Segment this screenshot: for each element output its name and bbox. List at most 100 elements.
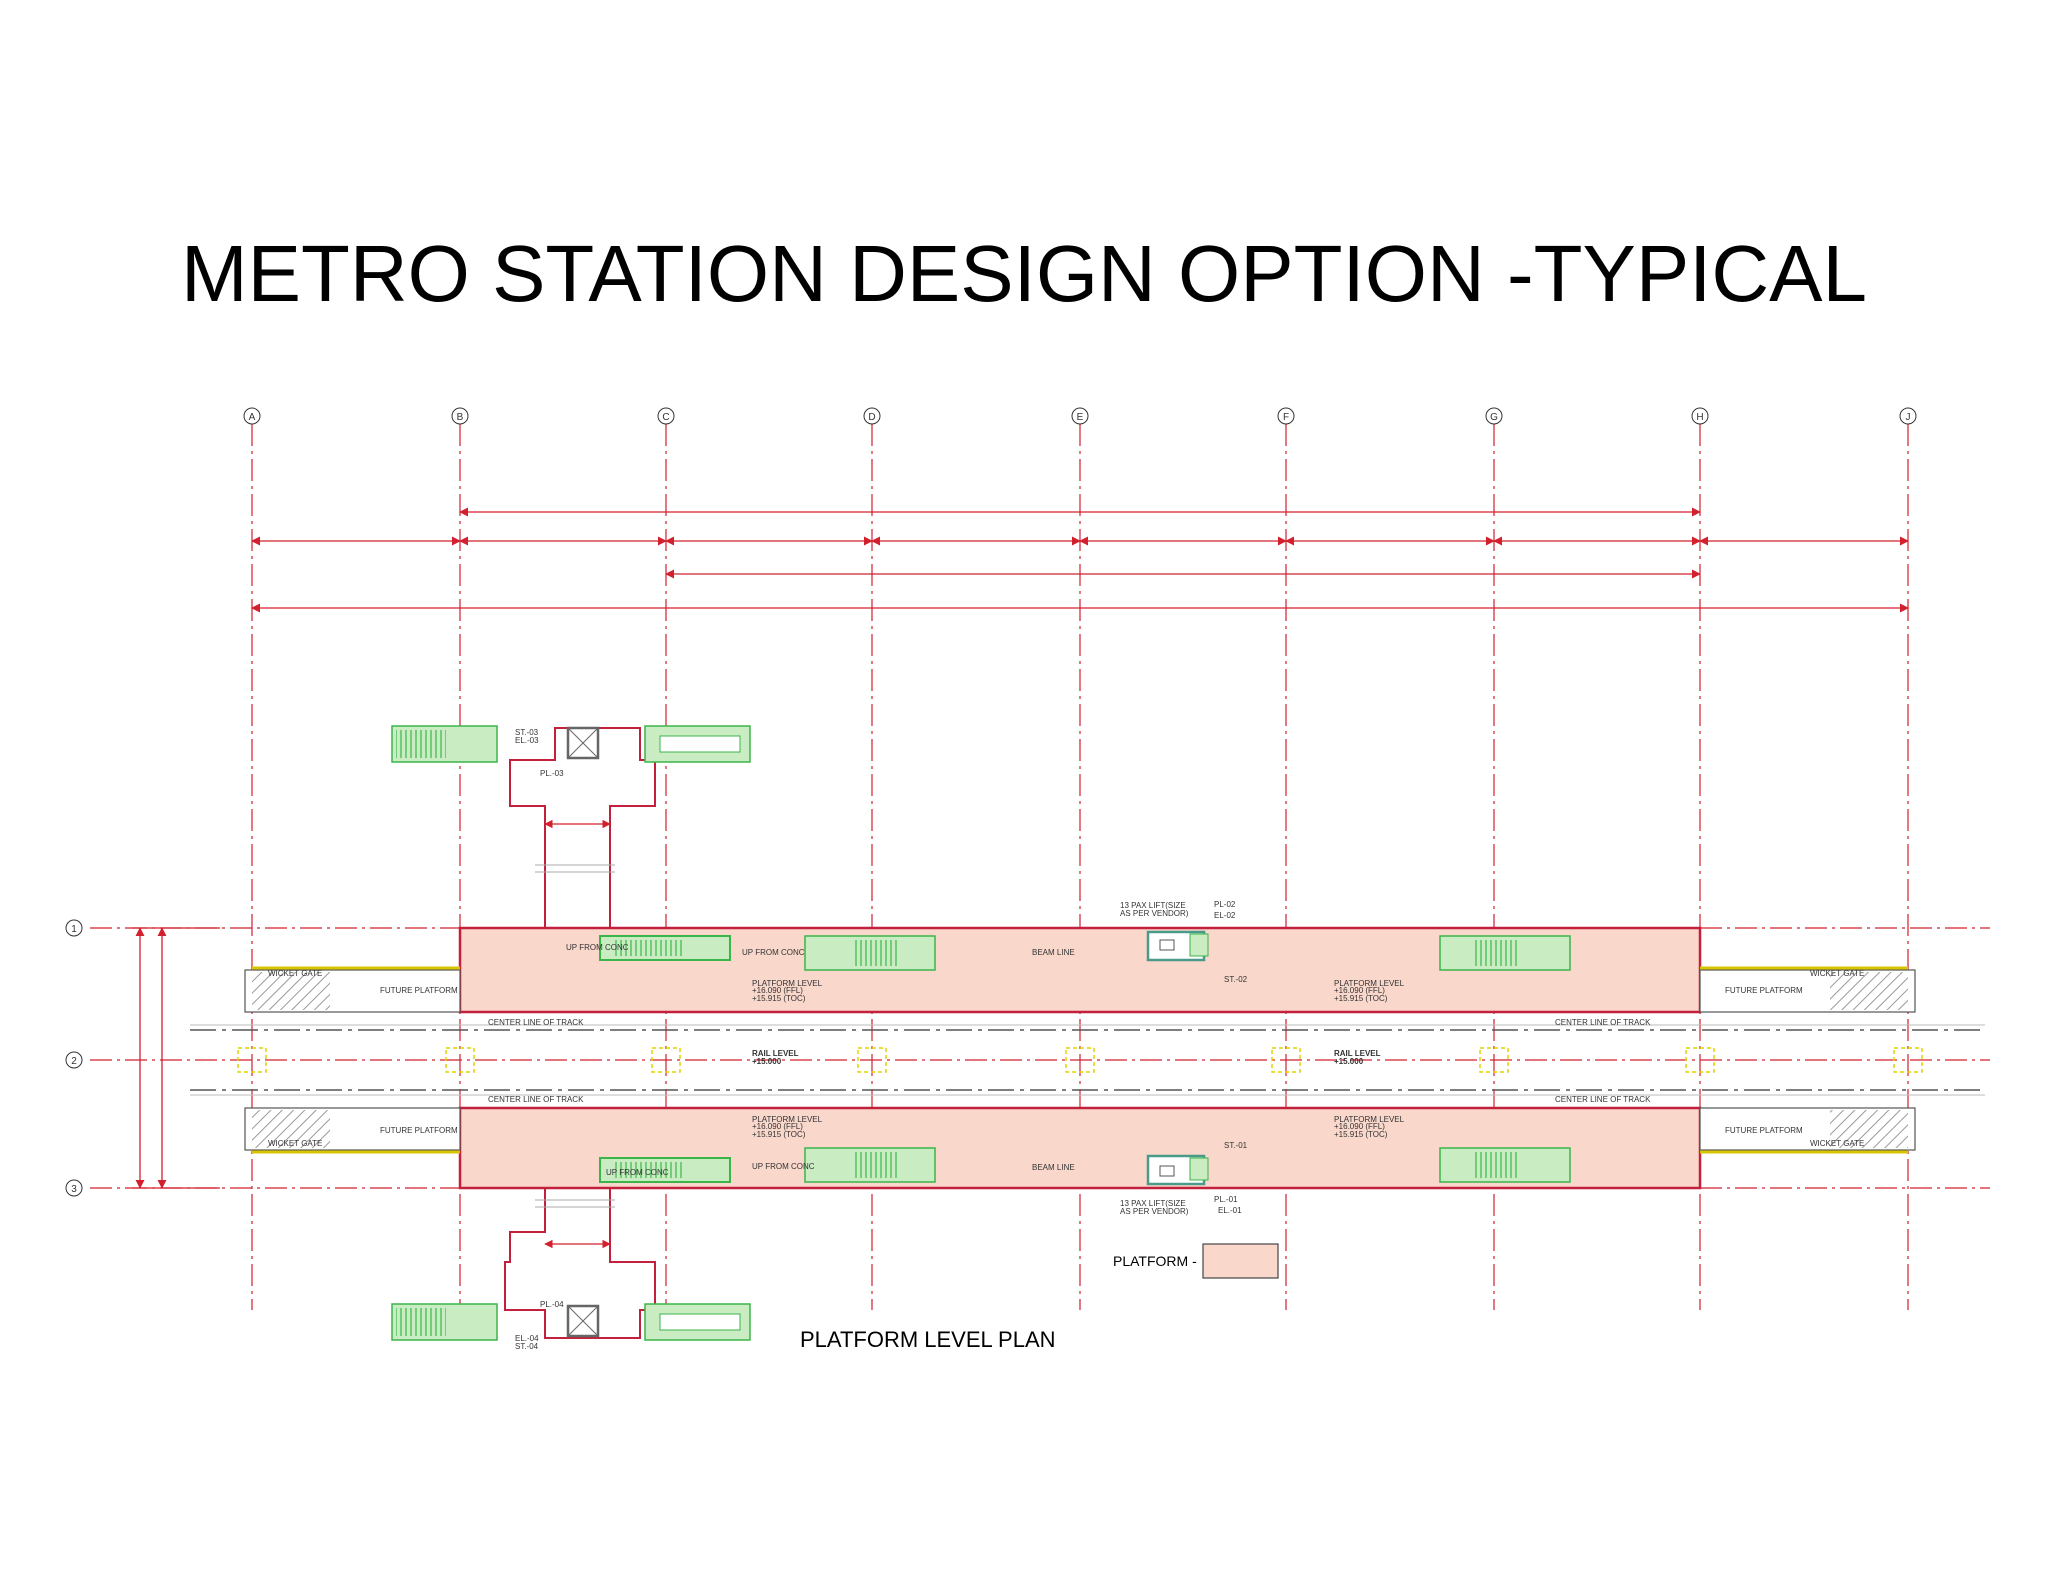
dimension-lines — [132, 507, 1909, 1189]
future-platform-label-sw: FUTURE PLATFORM — [380, 1126, 458, 1135]
svg-text:C: C — [662, 412, 669, 423]
wicket-gate-label-ne: WICKET GATE — [1810, 969, 1864, 978]
annotations: WICKET GATE WICKET GATE WICKET GATE WICK… — [268, 728, 1864, 1351]
ffl-label-3: +16.090 (FFL) — [752, 1122, 803, 1131]
svg-text:E: E — [1077, 412, 1084, 423]
svg-text:3: 3 — [71, 1184, 77, 1195]
ffl-label-4: +16.090 (FFL) — [1334, 1122, 1385, 1131]
el04-label: EL.-04 — [515, 1334, 539, 1343]
grid-bubble-c: C — [657, 407, 675, 425]
svg-text:J: J — [1906, 412, 1911, 423]
svg-text:1: 1 — [71, 924, 77, 935]
grid-bubble-j: J — [1899, 407, 1917, 425]
platform-level-label-1: PLATFORM LEVEL — [752, 979, 823, 988]
lower-platform — [244, 1106, 1916, 1190]
future-platform-label-se: FUTURE PLATFORM — [1725, 1126, 1803, 1135]
ffl-label-2: +16.090 (FFL) — [1334, 986, 1385, 995]
wicket-gate-label-sw: WICKET GATE — [268, 1139, 322, 1148]
pl02-label: PL-02 — [1214, 900, 1236, 909]
legend-swatch — [1202, 1243, 1279, 1279]
el02-label: EL-02 — [1214, 911, 1236, 920]
wicket-gate-label-nw: WICKET GATE — [268, 969, 322, 978]
legend: PLATFORM - — [1113, 1243, 1279, 1279]
ffl-label-1: +16.090 (FFL) — [752, 986, 803, 995]
platform-level-label-2: PLATFORM LEVEL — [1334, 979, 1405, 988]
grid-bubble-e: E — [1071, 407, 1089, 425]
lower-entry-structure — [391, 1188, 751, 1341]
svg-text:A: A — [249, 412, 256, 423]
rail-value-1: +15.000 — [752, 1057, 782, 1066]
wicket-gate-label-se: WICKET GATE — [1810, 1139, 1864, 1148]
grid-bubble-h: H — [1691, 407, 1709, 425]
svg-text:2: 2 — [71, 1056, 77, 1067]
lift-label-2a: 13 PAX LIFT(SIZE — [1120, 1199, 1186, 1208]
el01-label: EL.-01 — [1218, 1206, 1242, 1215]
center-line-label-1: CENTER LINE OF TRACK — [488, 1018, 584, 1027]
page-title: METRO STATION DESIGN OPTION -TYPICAL — [180, 229, 1868, 318]
lift-label-1b: AS PER VENDOR) — [1120, 909, 1189, 918]
grid-row-bubbles: 1 2 3 — [65, 919, 83, 1197]
toc-label-2: +15.915 (TOC) — [1334, 994, 1388, 1003]
track-support-marker — [1479, 1047, 1509, 1073]
up-from-conc-label-4: UP FROM CONC — [752, 1162, 815, 1171]
st03-label: ST.-03 — [515, 728, 539, 737]
svg-text:F: F — [1283, 412, 1289, 423]
track-support-marker — [857, 1047, 887, 1073]
grid-bubble-g: G — [1485, 407, 1503, 425]
center-line-label-4: CENTER LINE OF TRACK — [1555, 1095, 1651, 1104]
lift-label-1a: 13 PAX LIFT(SIZE — [1120, 901, 1186, 910]
toc-label-4: +15.915 (TOC) — [1334, 1130, 1388, 1139]
svg-text:B: B — [457, 412, 464, 423]
track-support-marker — [1685, 1047, 1715, 1073]
track-support-marker — [445, 1047, 475, 1073]
up-from-conc-label-2: UP FROM CONC — [742, 948, 805, 957]
rail-level-label-2: RAIL LEVEL — [1334, 1049, 1381, 1058]
grid-row-bubble-2: 2 — [65, 1051, 83, 1069]
track-support-marker — [237, 1047, 267, 1073]
pl03-label: PL.-03 — [540, 769, 564, 778]
beam-line-label-2: BEAM LINE — [1032, 1163, 1075, 1172]
pl04-label: PL.-04 — [540, 1300, 564, 1309]
svg-text:G: G — [1490, 412, 1498, 423]
track-support-marker — [1893, 1047, 1923, 1073]
grid-bubble-b: B — [451, 407, 469, 425]
track-zone — [190, 1024, 1985, 1096]
pl01-label: PL.-01 — [1214, 1195, 1238, 1204]
upper-platform — [244, 926, 1916, 1014]
platform-level-label-4: PLATFORM LEVEL — [1334, 1115, 1405, 1124]
track-support-marker — [1271, 1047, 1301, 1073]
up-from-conc-label-1: UP FROM CONC — [566, 943, 629, 952]
toc-label-1: +15.915 (TOC) — [752, 994, 806, 1003]
center-line-label-3: CENTER LINE OF TRACK — [488, 1095, 584, 1104]
lift-label-2b: AS PER VENDOR) — [1120, 1207, 1189, 1216]
track-support-markers — [237, 1047, 1923, 1073]
svg-text:H: H — [1696, 412, 1703, 423]
track-support-marker — [651, 1047, 681, 1073]
plan-title: PLATFORM LEVEL PLAN — [800, 1327, 1056, 1352]
grid-bubble-d: D — [863, 407, 881, 425]
up-from-conc-label-3: UP FROM CONC — [606, 1168, 669, 1177]
beam-line-label-1: BEAM LINE — [1032, 948, 1075, 957]
toc-label-3: +15.915 (TOC) — [752, 1130, 806, 1139]
st04-label: ST.-04 — [515, 1342, 539, 1351]
track-support-marker — [1065, 1047, 1095, 1073]
platform-level-label-3: PLATFORM LEVEL — [752, 1115, 823, 1124]
svg-text:D: D — [868, 412, 875, 423]
st02-label: ST.-02 — [1224, 975, 1248, 984]
rail-value-2: +15.000 — [1334, 1057, 1364, 1066]
center-line-label-2: CENTER LINE OF TRACK — [1555, 1018, 1651, 1027]
future-platform-label-ne: FUTURE PLATFORM — [1725, 986, 1803, 995]
grid-row-bubble-1: 1 — [65, 919, 83, 937]
el03-label: EL.-03 — [515, 736, 539, 745]
upper-entry-structure — [391, 725, 751, 928]
legend-label: PLATFORM - — [1113, 1253, 1197, 1269]
grid-bubble-f: F — [1277, 407, 1295, 425]
grid-bubble-a: A — [243, 407, 261, 425]
grid-row-bubble-3: 3 — [65, 1179, 83, 1197]
rail-level-label-1: RAIL LEVEL — [752, 1049, 799, 1058]
future-platform-label-nw: FUTURE PLATFORM — [380, 986, 458, 995]
st01-label: ST.-01 — [1224, 1141, 1248, 1150]
